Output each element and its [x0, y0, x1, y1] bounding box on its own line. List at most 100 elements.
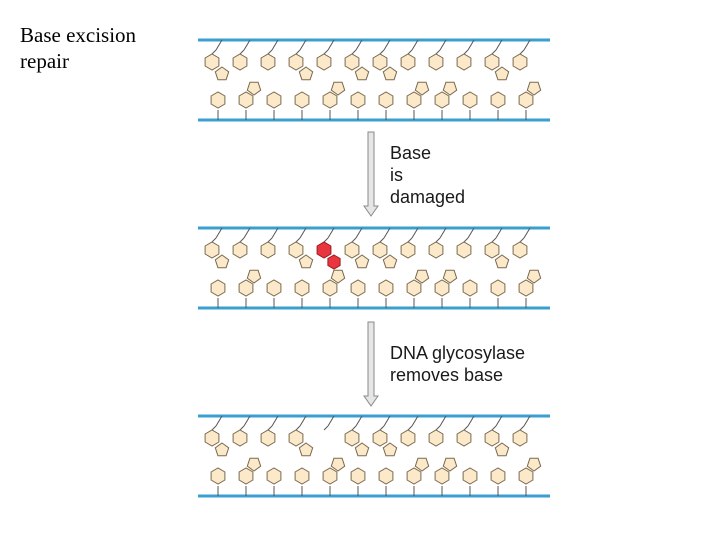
sugar-link [495, 415, 503, 427]
base-ring-icon [246, 269, 262, 284]
base-ring-icon [512, 241, 528, 259]
sugar-link [495, 227, 503, 239]
base-ring-icon [350, 279, 366, 297]
slide-title: Base excision repair [20, 23, 137, 73]
base-ring-icon [442, 269, 458, 284]
base-ring-icon [350, 467, 366, 485]
base-ring-icon [266, 279, 282, 297]
base-ring-icon [294, 467, 310, 485]
sugar-link [523, 415, 531, 427]
base-ring-icon [214, 66, 230, 81]
base-ring-icon [456, 241, 472, 259]
base-ring-icon [316, 53, 332, 71]
sugar-link [271, 227, 279, 239]
sugar-link [327, 415, 335, 427]
base-ring-icon [456, 53, 472, 71]
sugar-link [271, 415, 279, 427]
glycosidic-bond [379, 237, 385, 243]
base-ring-icon [414, 269, 430, 284]
glycosidic-bond [491, 425, 497, 431]
base-ring-icon [490, 279, 506, 297]
base-ring-icon [246, 457, 262, 472]
base-ring-icon [210, 467, 226, 485]
sugar-link [523, 39, 531, 51]
base-ring-icon [294, 91, 310, 109]
sugar-link [299, 39, 307, 51]
base-ring-icon [378, 279, 394, 297]
sugar-link [215, 227, 223, 239]
sugar-link [495, 39, 503, 51]
glycosidic-bond [211, 49, 217, 55]
base-ring-icon [344, 53, 360, 71]
step-label-base-damaged: Base is damaged [390, 143, 466, 207]
glycosidic-bond [351, 425, 357, 431]
base-ring-icon [494, 254, 510, 269]
base-ring-icon [518, 91, 534, 109]
glycosidic-bond [295, 49, 301, 55]
sugar-link [355, 415, 363, 427]
base-ring-icon [490, 91, 506, 109]
base-ring-icon [204, 53, 220, 71]
glycosidic-bond [491, 237, 497, 243]
base-ring-icon [372, 429, 388, 447]
glycosidic-bond [211, 425, 217, 431]
sugar-link [439, 39, 447, 51]
base-ring-icon [518, 279, 534, 297]
glycosidic-bond [379, 425, 385, 431]
base-ring-icon [462, 91, 478, 109]
base-ring-icon [238, 279, 254, 297]
glycosidic-bond [519, 237, 525, 243]
glycosidic-bond [323, 237, 329, 243]
base-ring-icon [260, 53, 276, 71]
base-ring-icon [494, 442, 510, 457]
base-ring-icon [214, 442, 230, 457]
base-ring-icon [462, 279, 478, 297]
sugar-link [383, 39, 391, 51]
base-ring-icon [406, 91, 422, 109]
glycosidic-bond [407, 425, 413, 431]
base-ring-icon [414, 457, 430, 472]
sugar-link [467, 415, 475, 427]
down-arrow-icon [363, 131, 379, 217]
sugar-link [299, 227, 307, 239]
glycosidic-bond [351, 49, 357, 55]
base-ring-icon [400, 53, 416, 71]
glycosidic-bond [351, 237, 357, 243]
base-ring-icon [428, 53, 444, 71]
glycosidic-bond [435, 425, 441, 431]
glycosidic-bond [323, 49, 329, 55]
base-ring-icon [406, 467, 422, 485]
glycosidic-bond [239, 49, 245, 55]
base-ring-icon [512, 429, 528, 447]
base-ring-icon [442, 81, 458, 96]
base-ring-icon [288, 241, 304, 259]
base-ring-icon [382, 442, 398, 457]
sugar-link [523, 227, 531, 239]
damaged-base-icon [316, 241, 332, 259]
sugar-link [383, 227, 391, 239]
glycosidic-bond [211, 237, 217, 243]
base-ring-icon [322, 279, 338, 297]
sugar-link [299, 415, 307, 427]
base-ring-icon [322, 467, 338, 485]
base-ring-icon [246, 81, 262, 96]
base-ring-icon [232, 429, 248, 447]
base-ring-icon [434, 279, 450, 297]
sugar-link [243, 415, 251, 427]
base-ring-icon [382, 254, 398, 269]
step-label-glycosylase-removes-base: DNA glycosylase removes base [390, 343, 526, 385]
down-arrow-icon [363, 321, 379, 407]
base-ring-icon [462, 467, 478, 485]
base-ring-icon [204, 241, 220, 259]
base-ring-icon [484, 429, 500, 447]
glycosidic-bond [239, 237, 245, 243]
base-ring-icon [260, 429, 276, 447]
sugar-link [215, 39, 223, 51]
sugar-link [411, 227, 419, 239]
base-ring-icon [382, 66, 398, 81]
sugar-link [467, 39, 475, 51]
base-ring-icon [526, 269, 542, 284]
glycosidic-bond [407, 49, 413, 55]
glycosidic-bond [407, 237, 413, 243]
base-ring-icon [354, 254, 370, 269]
